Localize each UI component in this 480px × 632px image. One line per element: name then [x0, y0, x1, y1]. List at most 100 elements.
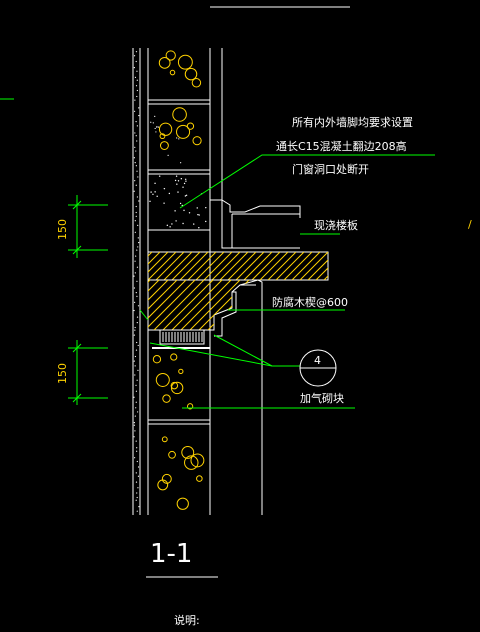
- concrete-dot: [154, 182, 156, 185]
- render-speck: [134, 301, 136, 303]
- render-speck: [134, 457, 136, 459]
- aggregate-circle: [176, 497, 189, 510]
- dimension-lower-value: 150: [56, 363, 69, 384]
- beam-hatch-line: [148, 280, 187, 330]
- concrete-dot: [183, 209, 185, 212]
- concrete-dot: [169, 226, 171, 228]
- note-requirement-3: 门窗洞口处断开: [292, 162, 369, 176]
- concrete-dot: [184, 178, 187, 180]
- concrete-dot: [150, 121, 152, 123]
- aggregate-circle: [168, 450, 176, 459]
- aggregate-circle: [161, 473, 172, 484]
- render-speck: [134, 326, 136, 329]
- concrete-dot: [177, 180, 180, 182]
- concrete-dot: [174, 210, 176, 212]
- beam-hatch-line: [171, 280, 223, 330]
- render-speck: [136, 341, 138, 344]
- render-speck: [138, 114, 140, 117]
- slab-hatch-line: [195, 252, 225, 280]
- render-speck: [136, 70, 138, 72]
- slab-hatch-line: [155, 252, 185, 280]
- concrete-dot: [177, 191, 179, 193]
- render-speck: [135, 390, 137, 392]
- render-speck: [133, 396, 135, 398]
- concrete-dot: [158, 175, 161, 177]
- slab-hatch-line: [163, 252, 193, 280]
- concrete-dot: [156, 195, 158, 197]
- beam-hatch-line: [148, 280, 151, 330]
- concrete-dot: [176, 183, 178, 185]
- render-speck: [134, 110, 136, 112]
- slab-hatch-line: [283, 252, 313, 280]
- render-speck: [135, 472, 137, 474]
- render-speck: [135, 60, 137, 63]
- slab-hatch-line: [315, 267, 328, 280]
- render-speck: [134, 99, 136, 101]
- render-speck: [133, 334, 136, 336]
- slab-hatch-line: [307, 259, 328, 280]
- render-speck: [133, 287, 136, 289]
- slab-hatch-line: [299, 252, 328, 280]
- concrete-dot: [152, 193, 154, 195]
- render-speck: [136, 492, 138, 494]
- slab-hatch-line: [100, 252, 128, 280]
- render-speck: [135, 150, 137, 152]
- leader-lines: [139, 154, 435, 409]
- concrete-dot: [198, 214, 200, 216]
- aggregate-circle: [184, 67, 198, 81]
- render-speck: [138, 200, 140, 202]
- concrete-dot: [182, 222, 184, 225]
- render-speck: [134, 132, 136, 134]
- render-speck: [136, 89, 138, 92]
- aggregate-circle: [158, 122, 173, 136]
- render-speck: [135, 205, 137, 208]
- render-speck: [135, 481, 138, 483]
- concrete-curb: [148, 199, 301, 249]
- render-speck: [137, 237, 139, 239]
- aggregate-circle: [162, 394, 171, 403]
- render-speck: [136, 447, 138, 449]
- beam-hatch-line: [148, 280, 169, 330]
- render-speck: [135, 255, 137, 257]
- render-speck: [133, 360, 135, 362]
- slab-hatch-line: [275, 252, 305, 280]
- aggregate-circle: [155, 372, 170, 387]
- render-speck: [133, 67, 135, 69]
- beam-hatch-line: [189, 280, 241, 330]
- concrete-dot: [175, 175, 178, 177]
- render-speck: [138, 506, 140, 508]
- slab-hatch-line: [148, 252, 177, 280]
- beam-hatch-line: [148, 280, 160, 330]
- concrete-dot: [205, 206, 207, 209]
- slab-hatch-line: [148, 252, 161, 265]
- concrete-dot: [184, 195, 187, 197]
- render-layer: [132, 48, 141, 515]
- render-speck: [134, 231, 136, 233]
- slab-hatch-line: [211, 252, 241, 280]
- slab-hatch-line: [243, 252, 273, 280]
- slab-hatch-line: [348, 252, 376, 280]
- render-speck: [135, 401, 137, 403]
- beam-hatch-line: [148, 280, 196, 330]
- render-speck: [134, 329, 136, 331]
- render-speck: [137, 466, 140, 468]
- render-speck: [136, 450, 138, 452]
- aggregate-circle: [184, 455, 199, 470]
- render-speck: [135, 440, 137, 442]
- render-speck: [133, 55, 136, 57]
- slab-hatch-line: [187, 252, 217, 280]
- beam-hatch-line: [180, 280, 232, 330]
- render-speck: [135, 384, 137, 386]
- plaster-steps: [214, 279, 263, 515]
- footer-notes-label: 说明:: [174, 613, 200, 627]
- render-dots: [133, 51, 140, 512]
- render-speck: [138, 241, 140, 244]
- slab-hatch-line: [227, 252, 257, 280]
- render-speck: [135, 349, 138, 351]
- concrete-dot: [175, 220, 177, 222]
- render-speck: [135, 215, 137, 217]
- slab-hatch-line: [171, 252, 201, 280]
- curb-concrete-dots: [149, 115, 207, 229]
- aggregate-circle: [181, 445, 195, 459]
